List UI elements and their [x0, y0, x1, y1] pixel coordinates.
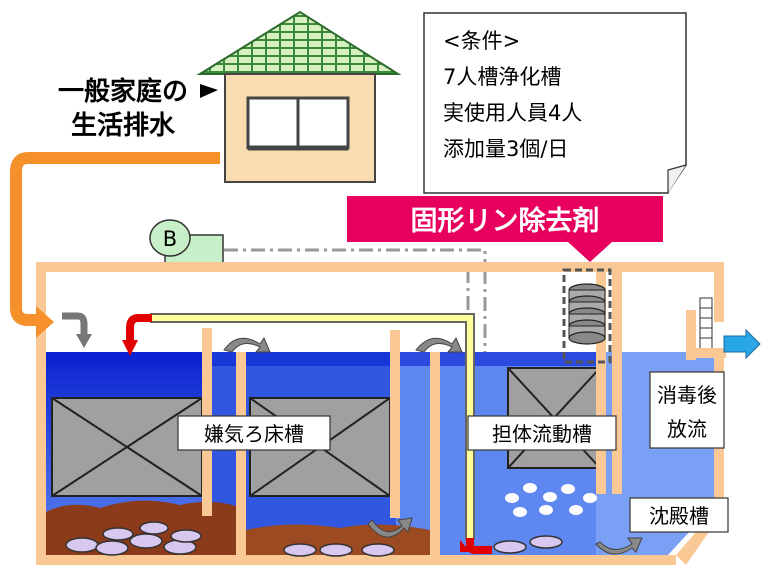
sedimentation-tank-label: 沈殿槽	[649, 504, 709, 528]
discharge-label-line2: 放流	[667, 417, 707, 441]
phosphorus-remover-label: 固形リン除去剤	[411, 205, 600, 237]
discharge-label-box	[649, 371, 725, 449]
sludge-pebbles	[65, 521, 563, 557]
discharge-label-line1: 消毒後	[657, 383, 717, 407]
outflow-arrow-icon	[723, 328, 761, 360]
return-line	[150, 313, 475, 540]
inflow-arrow-icon	[36, 306, 54, 338]
aeration-bubbles	[505, 483, 597, 517]
conditions-line-2: 実使用人員4人	[443, 101, 582, 125]
source-label-line2: 生活排水	[71, 111, 176, 141]
phosphorus-remover-box	[347, 196, 663, 262]
conditions-line-3: 添加量3個/日	[443, 137, 568, 161]
sedimentation-tank-label-box	[629, 497, 729, 533]
filter-media-1	[51, 397, 203, 497]
blower-unit	[149, 219, 224, 264]
inflow-pipe	[10, 152, 220, 326]
carrier-tank-label-box	[467, 415, 617, 451]
anaerobic-tank-label: 嫌気ろ床槽	[204, 422, 304, 446]
anaerobic-tank-label-box	[177, 415, 331, 451]
discharge-outlet	[686, 297, 726, 360]
carrier-tank-label: 担体流動槽	[492, 422, 592, 446]
return-inlet-icon	[460, 538, 492, 554]
house-illustration	[196, 10, 402, 183]
flow-arrows	[223, 336, 643, 555]
blower-label: B	[163, 227, 177, 251]
source-pointer-icon	[200, 84, 218, 98]
conditions-callout	[423, 12, 687, 194]
conditions-header: <条件>	[443, 29, 520, 53]
conditions-line-1: 7人槽浄化槽	[443, 65, 561, 89]
source-label-line1: 一般家庭の	[58, 76, 188, 107]
return-outlet-icon	[122, 314, 152, 356]
inflow-bend-arrow-icon	[62, 312, 92, 348]
phosphorus-remover-cartridge-icon	[562, 268, 612, 364]
